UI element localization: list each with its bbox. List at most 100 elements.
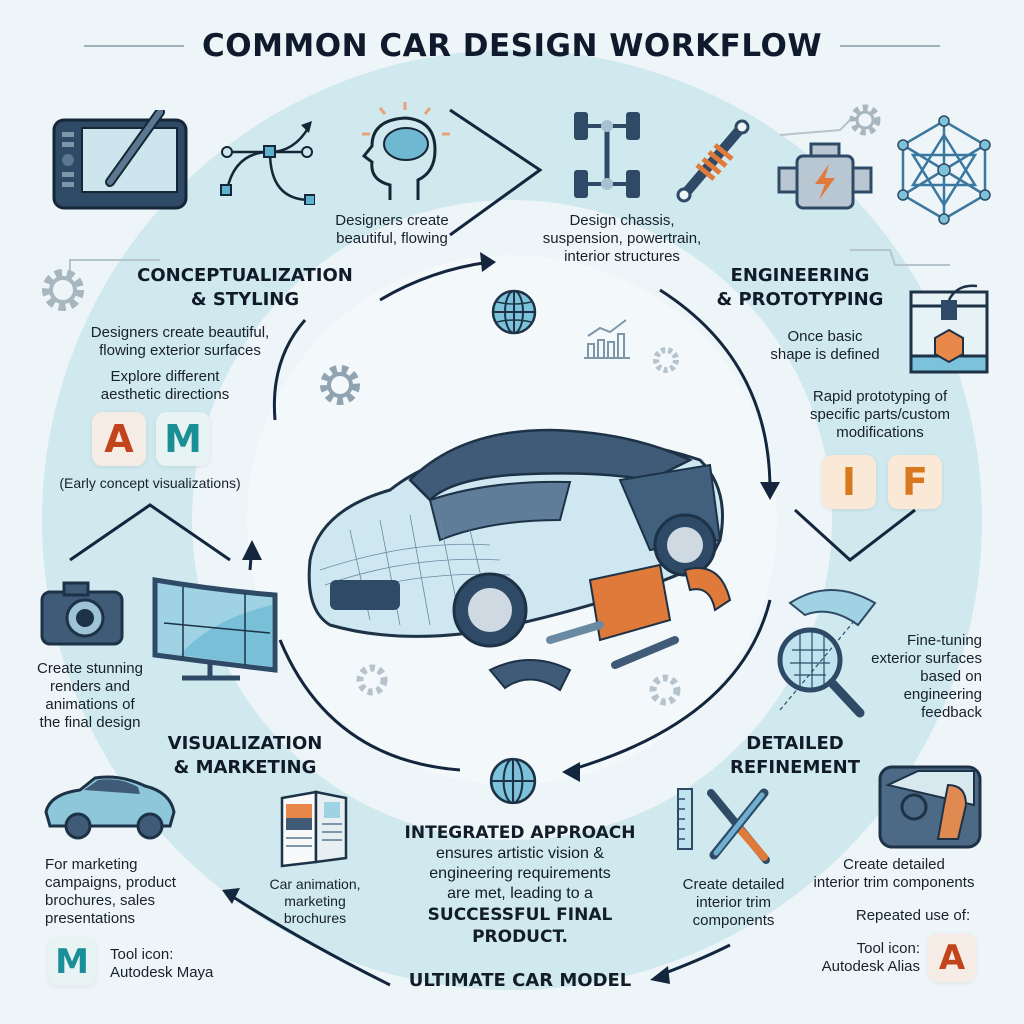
stage-title-line: ENGINEERING [730,265,870,286]
desc-line: shape is defined [770,346,880,363]
desc-line: Create stunning [37,660,143,677]
title-bar: COMMON CAR DESIGN WORKFLOW [0,28,1024,64]
desc-line: Designers create beautiful, [90,324,270,341]
engineering-tools: I F [822,455,942,509]
title-rule-left [83,45,184,47]
car-icon [44,775,176,840]
stage-title-line: & STYLING [190,289,300,310]
gear-icon [649,674,681,706]
center-body-line: are met, leading to a [447,885,593,902]
drawing-tablet-icon [52,110,188,210]
brain-head-icon [361,102,450,200]
desc-line: aesthetic directions [100,386,230,403]
concept-desc-1: Designers create beautiful, flowing exte… [60,324,300,360]
stage-title-line: REFINEMENT [729,757,861,778]
desc-line: Once basic [787,328,863,345]
engine-icon [777,142,873,210]
tool-label-line: Autodesk Maya [110,964,214,981]
caption-line: Designers create [335,212,449,229]
chassis-icon [574,112,640,198]
concept-desc-2: Explore different aesthetic directions [60,368,270,404]
fusion-icon: F [888,455,942,509]
tool-label-line: Autodesk Alias [821,958,920,975]
ruler-tools-icon [677,788,770,864]
caption-line: suspension, powertrain, [542,230,702,247]
desc-line: flowing exterior surfaces [99,342,261,359]
page-title: COMMON CAR DESIGN WORKFLOW [201,28,823,64]
caption-line: components [692,912,775,929]
desc-line: campaigns, product [45,874,176,891]
desc-line: the final design [39,714,141,731]
maya-icon: M [48,938,96,986]
stage-title-line: CONCEPTUALIZATION [137,265,353,286]
caption-line: interior structures [564,248,680,265]
desc-line: renders and [49,678,131,695]
refinement-desc-1: Fine-tuning exterior surfaces based on e… [850,632,982,722]
desc-line: presentations [45,910,136,927]
tool-label-line: Tool icon: [110,946,174,963]
concept-icon-caption: Designers create beautiful, flowing [312,212,472,248]
desc-line: engineering [903,686,982,703]
caption-line: Create detailed [682,876,785,893]
globe-icon [491,289,537,335]
desc-line: brochures, sales [45,892,156,909]
gear-icon [849,104,881,136]
visualization-desc-1: Create stunning renders and animations o… [20,660,160,732]
desc-line: animations of [45,696,135,713]
surface-magnifier-icon [777,589,877,718]
chart-icon [584,319,630,359]
gear-icon [356,664,388,696]
caption-line: beautiful, flowing [336,230,448,247]
shock-absorber-icon [676,119,750,203]
caption-line: marketing [284,893,346,909]
maya-tool-label: Tool icon: Autodesk Maya [110,946,250,982]
alias-tool-label: Tool icon: Autodesk Alias [790,940,920,976]
desc-line: modifications [836,424,924,441]
car-interior-icon [878,765,982,849]
integrated-approach-block: INTEGRATED APPROACH ensures artistic vis… [380,822,660,948]
concept-tools: A M [92,412,210,466]
caption-line: Car animation, [269,876,361,892]
stage-title-line: & MARKETING [173,757,317,778]
desc-line: Explore different [110,368,220,385]
final-label: ULTIMATE CAR MODEL [408,970,632,991]
marketing-desc: For marketing campaigns, product brochur… [45,856,215,928]
globe-icon [489,757,537,805]
caption-line: brochures [283,910,347,926]
concept-note: (Early concept visualizations) [59,475,241,491]
curved-monitor-icon [152,577,278,681]
caption-line: Create detailed [843,856,945,873]
stage-title-line: & PROTOTYPING [716,289,884,310]
stage-title-line: DETAILED [746,733,844,754]
alias-icon: A [928,934,976,982]
alias-icon: A [92,412,146,466]
mesh-structure-icon [897,115,991,225]
desc-line: For marketing [45,856,138,873]
center-headline: INTEGRATED APPROACH [404,823,636,843]
camera-icon [40,581,124,646]
desc-line: specific parts/custom [809,406,951,423]
center-emphasis: SUCCESSFUL FINAL [427,905,613,925]
caption-line: interior trim [695,894,771,911]
desc-line: based on [920,668,982,685]
stage-title-line: VISUALIZATION [167,733,323,754]
tool-label-line: Tool icon: [856,940,920,957]
desc-line: Fine-tuning [906,632,982,649]
3d-printer-icon [909,284,989,374]
car-wireframe-illustration [307,428,732,692]
brochure-icon [280,790,348,868]
caption-line: Design chassis, [569,212,675,229]
inventor-icon: I [822,455,876,509]
center-body-line: ensures artistic vision & [435,845,605,862]
brochure-caption: Car animation, marketing brochures [250,876,380,927]
gear-icon [42,269,84,311]
engineering-icon-caption: Design chassis, suspension, powertrain, … [522,212,722,266]
center-emphasis: PRODUCT. [472,927,568,947]
gear-icon [320,365,360,405]
refinement-tool-caption: Create detailed interior trim components [666,876,801,930]
interior-caption: Create detailed interior trim components [800,856,988,892]
repeated-use-label: Repeated use of: [855,907,971,924]
gear-icon [653,347,679,373]
engineering-desc-1: Once basic shape is defined [750,328,900,364]
